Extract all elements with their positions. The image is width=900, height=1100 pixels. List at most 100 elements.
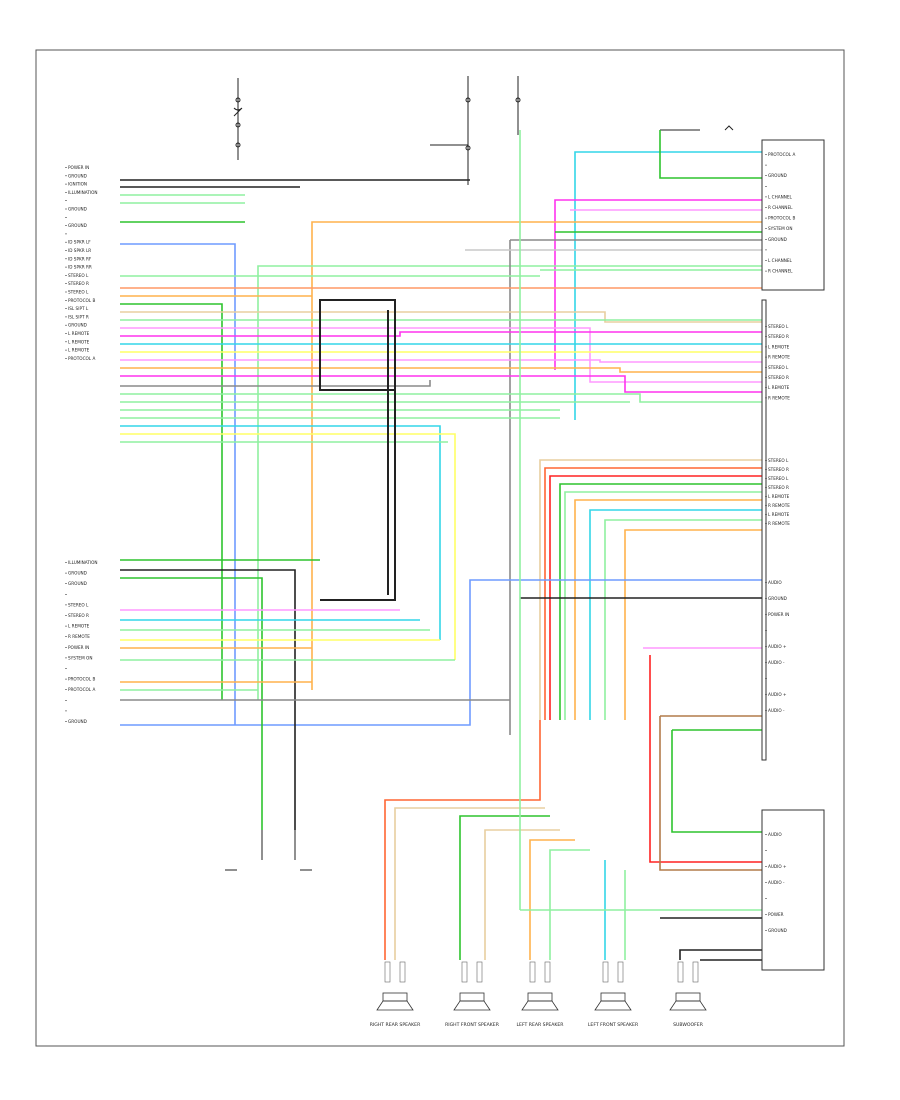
- wire-orange-low: [574, 499, 762, 720]
- subwoofer-connector-pin-label: AUDIO: [768, 832, 782, 837]
- wire-blue-amp: [120, 579, 762, 726]
- wire-spk-rf-a: [459, 815, 550, 960]
- subwoofer-connector-pin-label: AUDIO +: [768, 864, 787, 869]
- wires: [120, 130, 762, 961]
- wire-red-amp: [649, 655, 762, 863]
- left-connector-pin-label: L REMOTE: [68, 331, 90, 336]
- lower-left-connector-pin-label: GROUND: [68, 571, 87, 576]
- wire-grey-mid: [120, 380, 431, 387]
- right-top-connector-pin-label: L CHANNEL: [768, 258, 793, 263]
- wire-spk-rr-a: [384, 720, 541, 960]
- left-connector-pin-label: L REMOTE: [68, 348, 90, 353]
- left-connector-pin-label: GROUND: [68, 207, 87, 212]
- wire-magenta-mid: [120, 331, 762, 337]
- lower-left-connector-pin-label: L REMOTE: [68, 624, 90, 629]
- left-connector-pin-label: ISL SIPT L: [68, 306, 89, 311]
- subwoofer-connector-pin-label: AUDIO -: [768, 880, 785, 885]
- speaker-label: RIGHT REAR SPEAKER: [370, 1022, 421, 1028]
- wire-orange-mid2: [120, 367, 762, 373]
- left-connector-pins: POWER INGROUNDIGNITIONILLUMINATIONGROUND…: [65, 165, 98, 361]
- wire-lime-low: [564, 491, 762, 720]
- wire-red-low: [549, 475, 762, 720]
- right-mid-connector-pin-label: L REMOTE: [768, 344, 790, 349]
- fuse-feed-mid: [430, 76, 521, 185]
- right-low-connector-pin-label: STEREO R: [768, 485, 789, 490]
- right-mid-connector-pin-label: R REMOTE: [768, 355, 790, 360]
- wire-spk-lr-b: [549, 849, 590, 960]
- wire-lime-ll2: [120, 577, 263, 830]
- wire-spk-lr-a: [529, 839, 575, 960]
- right-audio-connector-pin-label: AUDIO +: [768, 644, 787, 649]
- lower-left-connector-pin-label: STEREO L: [68, 602, 89, 607]
- right-audio-connector-pin-label: POWER IN: [768, 612, 789, 617]
- left-connector-pin-label: L REMOTE: [68, 339, 90, 344]
- right-top-connector-pin-label: SYSTEM ON: [768, 226, 792, 231]
- left-connector-pin-label: ID SPKR LR: [68, 248, 91, 253]
- wire-black-ll: [120, 569, 296, 830]
- left-connector-pin-label: ID SPKR LF: [68, 240, 91, 245]
- speaker: LEFT FRONT SPEAKER: [588, 961, 639, 1028]
- right-low-connector-pin-label: STEREO L: [768, 476, 789, 481]
- right-audio-connector-pin-label: GROUND: [768, 596, 787, 601]
- right-low-connector-pin-label: R REMOTE: [768, 521, 790, 526]
- lower-left-connector-pin-label: GROUND: [68, 581, 87, 586]
- left-connector-pin-label: ILLUMINATION: [68, 190, 98, 195]
- speaker: LEFT REAR SPEAKER: [516, 961, 564, 1028]
- wire-magenta-top: [554, 199, 762, 370]
- lower-left-connector-pin-label: R REMOTE: [68, 634, 90, 639]
- left-connector-pin-label: STEREO R: [68, 281, 89, 286]
- left-connector-pin-label: ISL SIPT R: [68, 314, 89, 319]
- wire-violet-gnd: [120, 243, 236, 725]
- wire-black-sub2: [679, 949, 762, 960]
- right-top-connector-pin-label: R CHANNEL: [768, 269, 793, 274]
- right-mid-connector-pin-label: L REMOTE: [768, 385, 790, 390]
- wire-cyan-low: [589, 509, 762, 720]
- wire-lime-mid2: [120, 393, 762, 403]
- wire-pink-mid2: [120, 359, 762, 363]
- subwoofer-connector-pin-label: GROUND: [768, 928, 787, 933]
- left-connector-pin-label: GROUND: [68, 223, 87, 228]
- right-audio-connector-pin-label: AUDIO -: [768, 660, 785, 665]
- diagram-frame: [35, 49, 845, 1047]
- lower-left-connector-pin-label: PROTOCOL A: [68, 687, 95, 692]
- wire-tan-low: [539, 459, 762, 720]
- wire-pink-mid: [120, 327, 762, 383]
- speaker: RIGHT REAR SPEAKER: [370, 961, 421, 1028]
- wire-cyan-top: [574, 151, 762, 420]
- left-connector-pin-label: PROTOCOL B: [68, 298, 95, 303]
- right-mid-connector-pin-label: STEREO L: [768, 365, 789, 370]
- speaker-label: RIGHT FRONT SPEAKER: [445, 1022, 500, 1028]
- left-connector-pin-label: ID SPKR RF: [68, 256, 92, 261]
- fuse-feed-left: [233, 78, 243, 160]
- speaker: RIGHT FRONT SPEAKER: [445, 961, 500, 1028]
- lower-left-connector-pin-label: ILLUMINATION: [68, 560, 98, 565]
- right-mid-connector-pin-label: R REMOTE: [768, 395, 790, 400]
- wire-lime-low2: [604, 519, 762, 720]
- left-connector-pin-label: IGNITION: [68, 182, 87, 187]
- speaker-label: SUBWOOFER: [673, 1022, 704, 1028]
- right-mid-connector-pin-label: STEREO R: [768, 334, 789, 339]
- wire-green-top: [659, 130, 762, 179]
- right-audio-connector-pin-label: AUDIO +: [768, 692, 787, 697]
- wire-green-low: [559, 483, 762, 720]
- right-top-connector-pin-label: PROTOCOL B: [768, 216, 795, 221]
- right-low-connector-pin-label: L REMOTE: [768, 512, 790, 517]
- lower-left-connector-pin-label: STEREO R: [68, 613, 89, 618]
- left-connector-pin-label: ID SPKR RR: [68, 265, 92, 270]
- wire-orange-red-low: [544, 467, 762, 720]
- right-low-connector-pin-label: L REMOTE: [768, 494, 790, 499]
- right-audio-connector-pin-label: AUDIO -: [768, 708, 785, 713]
- wire-magenta-mid2: [120, 375, 762, 393]
- lower-left-connector-pin-label: PROTOCOL B: [68, 677, 95, 682]
- right-top-connector-pin-label: R CHANNEL: [768, 205, 793, 210]
- right-top-connector-pin-label: PROTOCOL A: [768, 152, 795, 157]
- speaker-label: LEFT REAR SPEAKER: [516, 1022, 564, 1028]
- left-connector-pin-label: GROUND: [68, 323, 87, 328]
- wire-spk-rf-b: [484, 829, 560, 960]
- wire-spk-rr-b: [394, 807, 545, 960]
